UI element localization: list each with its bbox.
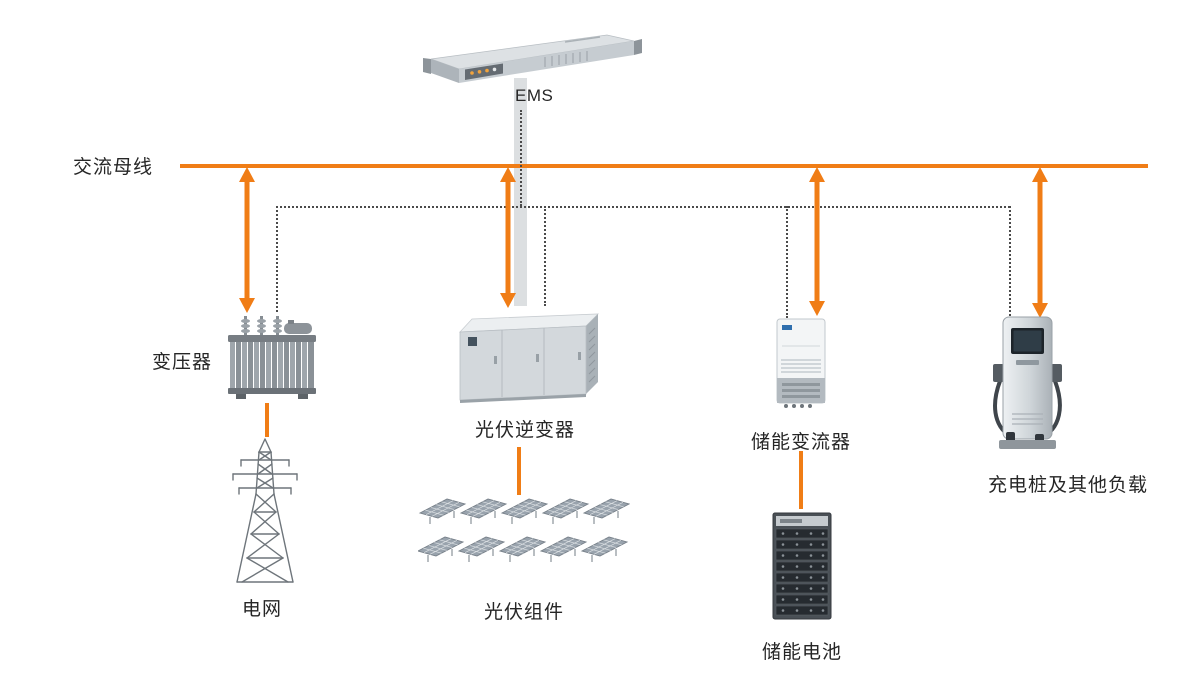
transformer-label: 变压器 (152, 352, 213, 373)
pv-modules-label: 光伏组件 (484, 602, 565, 623)
comm-line-horizontal (276, 206, 1010, 208)
storage-converter-label: 储能变流器 (751, 432, 852, 453)
grid-tower-image (225, 436, 305, 588)
storage-battery-label: 储能电池 (762, 642, 843, 663)
ems-device-image (415, 24, 650, 86)
storage-converter-image (766, 316, 836, 410)
transformer-image (222, 310, 322, 405)
comm-line-pv-inverter (544, 206, 546, 306)
pv-modules-image (418, 494, 630, 594)
bus-arrow-charging-load (1027, 167, 1053, 318)
ac-bus-line (180, 164, 1148, 168)
pv-inverter-label: 光伏逆变器 (475, 420, 576, 441)
grid-label: 电网 (242, 599, 283, 620)
comm-line-transformer (276, 206, 278, 312)
storage-battery-image (766, 510, 838, 624)
ac-bus-label: 交流母线 (73, 157, 154, 178)
charging-load-label: 充电桩及其他负载 (988, 475, 1149, 496)
pv-inverter-modules-connector (517, 447, 521, 495)
comm-line-charging-load (1009, 206, 1011, 316)
ems-label: EMS (515, 86, 554, 105)
bus-arrow-storage-converter (804, 167, 830, 316)
pv-inverter-image (450, 304, 600, 404)
comm-line-storage-converter (786, 206, 788, 318)
converter-battery-connector (799, 451, 803, 509)
comm-line-ems-vertical (520, 110, 522, 206)
charging-pile-image (980, 314, 1075, 456)
bus-arrow-transformer (234, 167, 260, 313)
transformer-grid-connector (265, 403, 269, 437)
bus-arrow-pv-inverter (495, 167, 521, 308)
